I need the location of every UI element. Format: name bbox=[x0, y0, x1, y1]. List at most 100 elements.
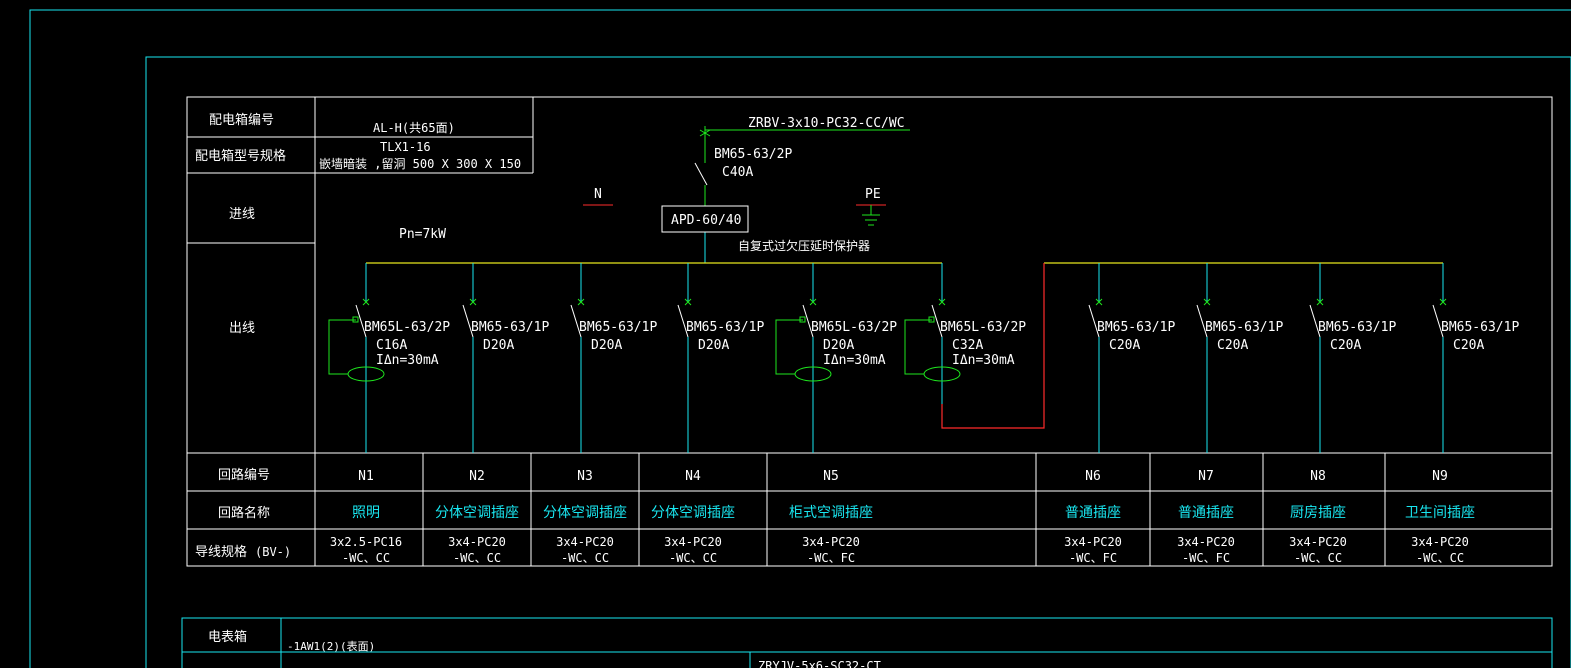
rcd-trip-wire bbox=[775, 319, 803, 375]
wire-spec-1: 3x4-PC20 bbox=[802, 535, 860, 549]
circuit-name: 分体空调插座 bbox=[543, 505, 627, 521]
circuit-id: N7 bbox=[1198, 469, 1214, 484]
circuit-number-label: 回路编号 bbox=[218, 467, 270, 483]
circuit-id: N6 bbox=[1085, 469, 1101, 484]
rcd-trip-wire bbox=[328, 319, 356, 375]
wire-spec-2: -WC、CC bbox=[561, 551, 609, 565]
breaker-rating: D20A bbox=[591, 338, 622, 353]
circuit-name: 卫生间插座 bbox=[1405, 505, 1475, 521]
circuit-id: N1 bbox=[358, 469, 374, 484]
wire-spec-1: 3x4-PC20 bbox=[1289, 535, 1347, 549]
power-label: Pn=7kW bbox=[399, 227, 446, 242]
breaker-switch-icon bbox=[462, 304, 474, 338]
rcd-sensitivity: IΔn=30mA bbox=[952, 353, 1015, 368]
wire-spec-label: 导线规格 bbox=[195, 544, 247, 560]
rcd-sensitivity: IΔn=30mA bbox=[823, 353, 886, 368]
circuit-name: 照明 bbox=[352, 505, 380, 521]
breaker-contact-mark bbox=[684, 298, 692, 306]
wire-spec-1: 3x4-PC20 bbox=[664, 535, 722, 549]
rcd-trip-icon bbox=[799, 316, 806, 323]
circuit-branch: BM65-63/1P C20A bbox=[1309, 263, 1396, 453]
breaker-model: BM65-63/1P bbox=[471, 320, 549, 335]
breaker-model: BM65L-63/2P bbox=[811, 320, 897, 335]
breaker-rating: D20A bbox=[823, 338, 854, 353]
breaker-contact-mark bbox=[1316, 298, 1324, 306]
rcd-transformer-icon bbox=[794, 366, 832, 382]
rcd-transformer-icon bbox=[347, 366, 385, 382]
wire-spec-1: 3x4-PC20 bbox=[556, 535, 614, 549]
circuit-id: N9 bbox=[1432, 469, 1448, 484]
wire-spec-2: -WC、CC bbox=[1416, 551, 1464, 565]
breaker-rating: C20A bbox=[1217, 338, 1248, 353]
outgoing-label: 出线 bbox=[229, 321, 255, 336]
outer-frame bbox=[29, 9, 1571, 668]
breaker-rating: C16A bbox=[376, 338, 407, 353]
breaker-contact-mark bbox=[1095, 298, 1103, 306]
wire-spec-2: -WC、CC bbox=[1294, 551, 1342, 565]
rcd-transformer-icon bbox=[923, 366, 961, 382]
breaker-rating: D20A bbox=[698, 338, 729, 353]
breaker-model: BM65L-63/2P bbox=[940, 320, 1026, 335]
breaker-switch-icon bbox=[1432, 304, 1444, 338]
breaker-model: BM65-63/1P bbox=[1205, 320, 1283, 335]
breaker-rating: C20A bbox=[1330, 338, 1361, 353]
wire-spec-2: -WC、FC bbox=[1069, 551, 1117, 565]
protector-description: 自复式过欠压延时保护器 bbox=[738, 238, 870, 253]
breaker-model: BM65-63/1P bbox=[1097, 320, 1175, 335]
circuit-id: N2 bbox=[469, 469, 485, 484]
breaker-switch-icon bbox=[1196, 304, 1208, 338]
breaker-model: BM65L-63/2P bbox=[364, 320, 450, 335]
rcd-sensitivity: IΔn=30mA bbox=[376, 353, 439, 368]
wire-spec-1: 3x4-PC20 bbox=[1411, 535, 1469, 549]
meter-box-value: -1AW1(2)(表面) bbox=[287, 639, 375, 653]
wire-spec-2: -WC、CC bbox=[342, 551, 390, 565]
main-table-grid bbox=[186, 96, 1553, 567]
main-breaker-model: BM65-63/2P bbox=[714, 147, 792, 162]
circuit-name: 普通插座 bbox=[1178, 505, 1234, 521]
breaker-contact-mark bbox=[577, 298, 585, 306]
circuit-name: 分体空调插座 bbox=[651, 505, 735, 521]
breaker-contact-mark bbox=[469, 298, 477, 306]
breaker-contact-mark bbox=[1439, 298, 1447, 306]
neutral-label: N bbox=[594, 187, 602, 202]
circuit-id: N8 bbox=[1310, 469, 1326, 484]
circuit-branch: BM65-63/1P C20A bbox=[1196, 263, 1283, 453]
wire-spec-2: -WC、FC bbox=[807, 551, 855, 565]
box-model-value-1: TLX1-16 bbox=[380, 140, 431, 154]
breaker-switch-icon bbox=[355, 304, 367, 338]
wire-spec-2: -WC、CC bbox=[453, 551, 501, 565]
circuit-branch: BM65-63/1P C20A bbox=[1432, 263, 1519, 453]
incoming-feeder bbox=[694, 126, 910, 263]
circuit-name-label: 回路名称 bbox=[218, 505, 270, 521]
rcd-trip-icon bbox=[928, 316, 935, 323]
meter-cable-partial: ZRYJV-5x6-SC32-CT bbox=[758, 659, 881, 668]
main-breaker-rating: C40A bbox=[722, 165, 753, 180]
breaker-model: BM65-63/1P bbox=[1441, 320, 1519, 335]
rcd-trip-icon bbox=[352, 316, 359, 323]
breaker-rating: D20A bbox=[483, 338, 514, 353]
breaker-contact-mark bbox=[362, 298, 370, 306]
breaker-model: BM65-63/1P bbox=[1318, 320, 1396, 335]
wire-spec-1: 3x4-PC20 bbox=[1064, 535, 1122, 549]
wire-spec-1: 3x4-PC20 bbox=[1177, 535, 1235, 549]
breaker-rating: C20A bbox=[1453, 338, 1484, 353]
protector-label: APD-60/40 bbox=[671, 213, 741, 228]
breaker-contact-mark bbox=[809, 298, 817, 306]
incoming-label: 进线 bbox=[229, 207, 255, 222]
breaker-switch-icon bbox=[677, 304, 689, 338]
circuit-branches: BM65L-63/2PC16AIΔn=30mABM65-63/1PD20ABM6… bbox=[328, 263, 1519, 453]
protector-box bbox=[661, 205, 749, 233]
ground-icon bbox=[856, 204, 886, 226]
breaker-switch-icon bbox=[570, 304, 582, 338]
box-model-value-2: 嵌墙暗装 ,留洞 500 X 300 X 150 bbox=[319, 156, 521, 171]
breaker-contact-mark bbox=[1203, 298, 1211, 306]
circuit-branch: BM65-63/1P D20A bbox=[462, 263, 549, 453]
rcd-link bbox=[941, 263, 1045, 429]
breaker-switch-icon bbox=[802, 304, 814, 338]
